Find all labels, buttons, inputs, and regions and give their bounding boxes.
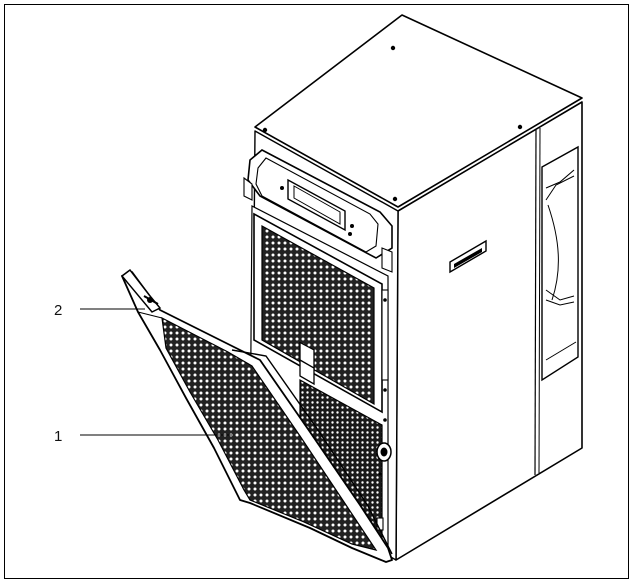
filter-door-mesh (161, 316, 378, 551)
top-screw-2 (262, 127, 268, 133)
callout-label-2: 2 (54, 302, 63, 319)
inner-filter-mesh (261, 224, 375, 406)
top-screw-4 (392, 196, 398, 202)
top-screw-1 (390, 45, 396, 51)
cabinet-top (254, 14, 583, 208)
callout-label-1: 1 (54, 428, 63, 445)
side-vent-opening (541, 145, 579, 382)
top-screw-3 (517, 124, 523, 130)
